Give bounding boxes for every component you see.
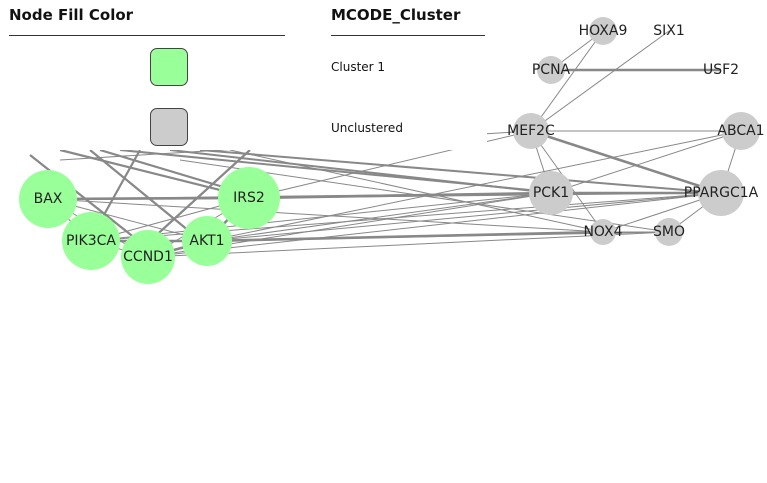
node-mef2c[interactable] — [513, 113, 549, 149]
node-ppargc1a[interactable] — [698, 170, 744, 216]
node-label-irs2: IRS2 — [233, 190, 265, 206]
node-label-ccnd1: CCND1 — [123, 249, 173, 265]
node-label-akt1: AKT1 — [189, 233, 224, 249]
node-label-smo: SMO — [653, 224, 685, 240]
node-smo[interactable] — [655, 218, 683, 246]
edge-pik3ca-pck1 — [90, 192, 552, 242]
edge-mef2c-six1 — [530, 30, 670, 132]
legend-rule-right — [331, 35, 485, 36]
node-akt1[interactable] — [182, 216, 232, 266]
edge-layer — [29, 30, 742, 259]
legend-label-unclustered: Unclustered — [331, 121, 403, 135]
edge-bax-pck1 — [47, 192, 552, 200]
edge-ccnd1-ppargc1a — [147, 192, 722, 258]
node-nox4[interactable] — [590, 219, 616, 245]
legend-swatch-unclustered — [150, 108, 188, 146]
node-label-usf2: USF2 — [703, 62, 739, 78]
legend-panel: Node Fill Color MCODE_Cluster Cluster 1 … — [0, 0, 487, 150]
node-label-nox4: NOX4 — [583, 224, 622, 240]
node-label-pcna: PCNA — [532, 62, 571, 78]
node-label-pik3ca: PIK3CA — [66, 233, 116, 249]
node-abca1[interactable] — [722, 112, 760, 150]
node-label-six1: SIX1 — [653, 23, 685, 39]
edge-partial-4 — [169, 149, 552, 194]
node-hoxa9[interactable] — [589, 17, 617, 45]
edge-cluster-partial-1 — [89, 149, 201, 241]
legend-label-cluster-1: Cluster 1 — [331, 60, 386, 74]
edge-ccnd1-smo — [147, 231, 670, 258]
node-pcna[interactable] — [537, 56, 565, 84]
node-bax[interactable] — [19, 170, 77, 228]
edge-pck1-abca1 — [550, 130, 742, 194]
legend-swatch-cluster-1 — [150, 48, 188, 86]
node-pik3ca[interactable] — [62, 212, 120, 270]
node-irs2[interactable] — [218, 167, 280, 229]
edge-akt1-pck1 — [206, 192, 552, 242]
edge-akt1-abca1 — [206, 130, 742, 242]
node-label-pck1: PCK1 — [533, 185, 569, 201]
node-ccnd1[interactable] — [121, 230, 175, 284]
edge-mef2c-ppargc1a — [530, 129, 722, 195]
edge-partial-2 — [199, 149, 722, 194]
edge-akt1-ppargc1a — [206, 192, 722, 242]
legend-header-mcode-cluster: MCODE_Cluster — [331, 6, 461, 24]
node-label-ppargc1a: PPARGC1A — [684, 185, 759, 201]
node-label-abca1: ABCA1 — [717, 123, 764, 139]
node-pck1[interactable] — [529, 171, 573, 215]
edge-bax-nox4 — [47, 198, 604, 233]
node-label-mef2c: MEF2C — [507, 123, 555, 139]
legend-header-node-fill-color: Node Fill Color — [9, 6, 134, 24]
edge-mef2c-hoxa9 — [530, 30, 604, 132]
node-label-bax: BAX — [34, 191, 63, 207]
node-label-hoxa9: HOXA9 — [579, 23, 628, 39]
legend-rule-left — [9, 35, 285, 36]
